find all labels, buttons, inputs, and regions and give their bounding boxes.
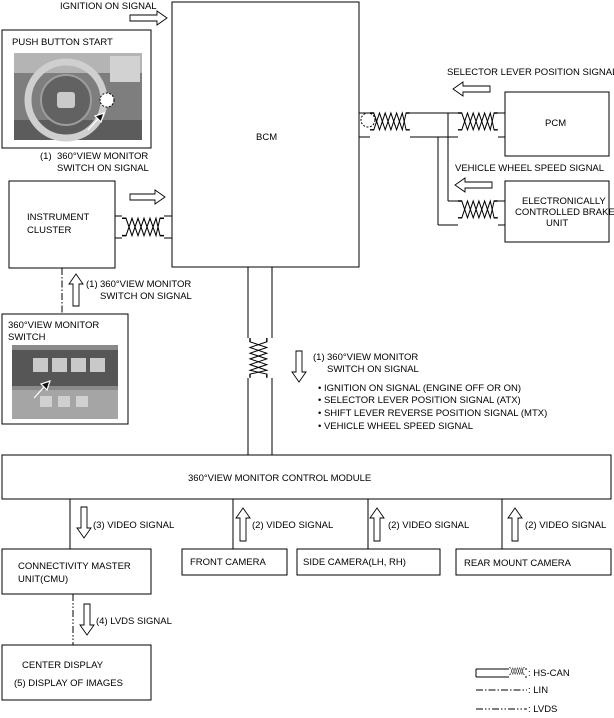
cluster-to-bcm-arrow [129,189,166,205]
instrument-cluster-block: INSTRUMENT CLUSTER [8,180,116,269]
cmu-to-display-arrow [79,603,95,636]
side-camera-block: SIDE CAMERA(LH, RH) [296,548,441,576]
push-button-start-block: PUSH BUTTON START [1,29,152,149]
switch-on-signal-3-line2: SWITCH ON SIGNAL [327,364,419,375]
rear-camera-arrow [507,507,523,542]
switch-to-cluster-arrow [68,273,84,307]
display-images-label: (5) DISPLAY OF IMAGES [14,678,123,689]
lvds-signal-label: (4) LVDS SIGNAL [96,616,172,627]
switch-on-signal-1-line1: 360°VIEW MONITOR [57,151,148,162]
rear-camera-label: REAR MOUNT CAMERA [464,558,572,569]
push-button-start-label: PUSH BUTTON START [12,37,113,48]
side-camera-label: SIDE CAMERA(LH, RH) [303,557,406,568]
bullet-1: • IGNITION ON SIGNAL (ENGINE OFF OR ON) [318,383,521,394]
switch-on-signal-2-line2: SWITCH ON SIGNAL [100,291,192,302]
legend-hs-can-symbol [475,667,527,678]
front-camera-arrow [235,507,251,542]
legend: : HS-CAN : LIN : LVDS [475,667,570,715]
video-signal-3-label: (3) VIDEO SIGNAL [93,520,174,531]
view-switch-label-2: SWITCH [8,332,46,343]
switch-on-signal-3-line1: 360°VIEW MONITOR [327,352,418,363]
video-signal-front-label: (2) VIDEO SIGNAL [252,520,333,531]
brake-to-bcm-arrow [454,177,493,193]
switch-on-signal-1-line2: SWITCH ON SIGNAL [57,163,149,174]
bcm-to-module-arrow [291,350,307,383]
brake-unit-block: ELECTRONICALLY CONTROLLED BRAKE UNIT [504,180,614,243]
instrument-cluster-label-2: CLUSTER [27,225,71,236]
cmu-label-2: UNIT(CMU) [18,574,68,585]
bcm-block: BCM [171,1,360,268]
selector-lever-signal-label: SELECTOR LEVER POSITION SIGNAL [447,67,614,78]
bullet-3: • SHIFT LEVER REVERSE POSITION SIGNAL (M… [318,408,547,419]
switch-on-signal-num-3: (1) [313,352,325,363]
switch-pointer-arrow-icon [33,380,51,399]
module-to-cmu-arrow [76,506,92,539]
view-monitor-switch-block: 360°VIEW MONITOR SWITCH [1,313,129,425]
instrument-cluster-label-1: INSTRUMENT [27,212,89,223]
control-module-block: 360°VIEW MONITOR CONTROL MODULE [1,454,612,500]
vehicle-wheel-speed-label: VEHICLE WHEEL SPEED SIGNAL [455,163,604,174]
front-camera-block: FRONT CAMERA [181,548,288,576]
hs-can-bcm-pcm [359,112,505,138]
switch-on-signal-2-line1: 360°VIEW MONITOR [100,279,191,290]
view-switch-label-1: 360°VIEW MONITOR [8,320,99,331]
brake-unit-label-2: CONTROLLED BRAKE [515,207,614,218]
hs-can-bcm-brake [437,113,505,226]
pcm-block: PCM [504,91,610,157]
cmu-label-1: CONNECTIVITY MASTER [18,561,131,572]
view-switch-photo [12,345,118,419]
brake-unit-label-1: ELECTRONICALLY [522,196,606,207]
pointer-arrow-icon [87,112,105,131]
control-module-label: 360°VIEW MONITOR CONTROL MODULE [188,473,371,484]
brake-unit-label-3: UNIT [546,218,568,229]
center-display-label: CENTER DISPLAY [22,660,104,671]
bcm-label: BCM [256,132,277,143]
legend-hs-can-label: : HS-CAN [528,668,570,679]
pcm-to-bcm-arrow [452,81,491,97]
side-camera-arrow [369,507,385,542]
video-signal-side-label: (2) VIDEO SIGNAL [388,520,469,531]
center-display-block: CENTER DISPLAY (5) DISPLAY OF IMAGES [1,644,152,701]
ignition-signal-arrow [129,10,168,26]
front-camera-label: FRONT CAMERA [190,557,266,568]
hs-can-cluster-bcm [115,215,172,239]
bullet-2: • SELECTOR LEVER POSITION SIGNAL (ATX) [318,395,521,406]
legend-lin-label: : LIN [528,685,548,696]
switch-on-signal-num-2: (1) [86,279,98,290]
cmu-block: CONNECTIVITY MASTER UNIT(CMU) [1,548,152,595]
ignition-on-signal-label: IGNITION ON SIGNAL [60,1,157,12]
switch-on-signal-num-1: (1) [40,151,52,162]
pcm-label: PCM [545,118,566,129]
legend-lvds-label: : LVDS [528,704,557,715]
rear-camera-block: REAR MOUNT CAMERA [455,548,612,576]
bullet-4: • VEHICLE WHEEL SPEED SIGNAL [318,421,473,432]
video-signal-rear-label: (2) VIDEO SIGNAL [525,520,606,531]
hs-can-bcm-control-module [247,267,273,455]
push-button-start-photo [14,53,142,142]
